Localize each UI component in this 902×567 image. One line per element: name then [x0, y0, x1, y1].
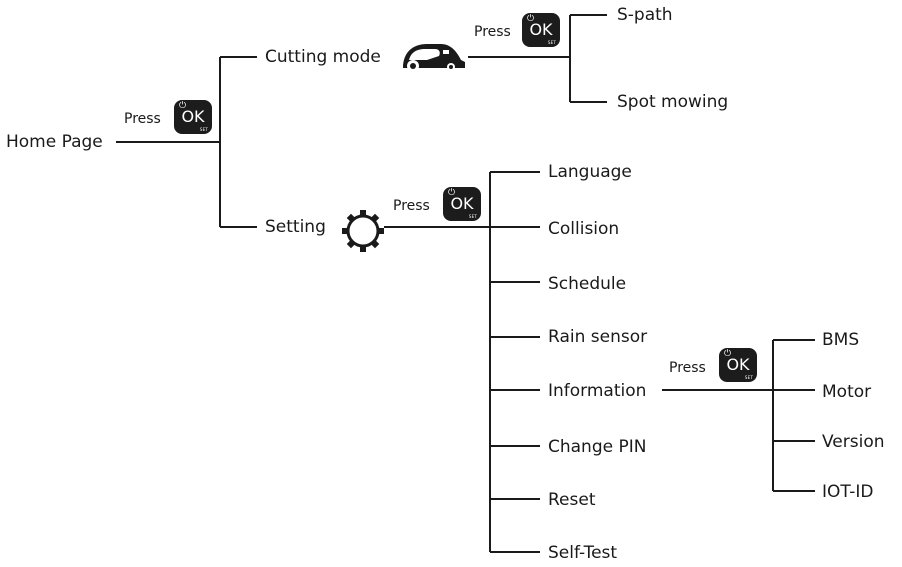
- cutting-mode-label: Cutting mode: [265, 47, 381, 67]
- press-label-information: Press: [669, 360, 706, 376]
- power-icon: ⏻: [527, 14, 535, 24]
- ok-button-sub: SET: [199, 127, 208, 132]
- option-language: Language: [548, 162, 632, 182]
- option-motor: Motor: [822, 382, 872, 402]
- ok-button-cutting: ⏻ OK SET: [522, 13, 560, 47]
- setting-label: Setting: [265, 217, 326, 237]
- option-bms: BMS: [822, 330, 860, 350]
- power-icon: ⏻: [179, 101, 187, 111]
- ok-button-text: OK: [529, 20, 553, 39]
- power-icon: ⏻: [724, 349, 732, 359]
- press-label-setting: Press: [393, 198, 430, 214]
- ok-button-text: OK: [450, 194, 474, 213]
- ok-button-setting: ⏻ OK SET: [443, 187, 481, 221]
- option-s-path: S-path: [617, 5, 673, 25]
- option-schedule: Schedule: [548, 274, 627, 294]
- ok-button-text: OK: [181, 107, 205, 126]
- option-spot-mowing: Spot mowing: [617, 92, 729, 112]
- ok-button-sub: SET: [468, 214, 477, 219]
- ok-button-text: OK: [726, 355, 750, 374]
- press-label-home: Press: [124, 111, 161, 127]
- option-self-test: Self-Test: [548, 543, 618, 563]
- ok-button-home: ⏻ OK SET: [174, 100, 212, 134]
- option-iot-id: IOT-ID: [822, 482, 874, 502]
- option-version: Version: [822, 432, 885, 452]
- option-collision: Collision: [548, 219, 620, 239]
- option-rain-sensor: Rain sensor: [548, 327, 648, 347]
- power-icon: ⏻: [448, 188, 456, 198]
- home-page-label: Home Page: [6, 132, 103, 152]
- ok-button-sub: SET: [547, 40, 556, 45]
- ok-button-information: ⏻ OK SET: [719, 348, 757, 382]
- gear-icon: [342, 210, 384, 252]
- ok-button-sub: SET: [744, 375, 753, 380]
- option-information: Information: [548, 381, 647, 401]
- press-label-cutting: Press: [474, 24, 511, 40]
- option-reset: Reset: [548, 490, 596, 510]
- option-change-pin: Change PIN: [548, 437, 647, 457]
- mower-icon: [403, 44, 465, 72]
